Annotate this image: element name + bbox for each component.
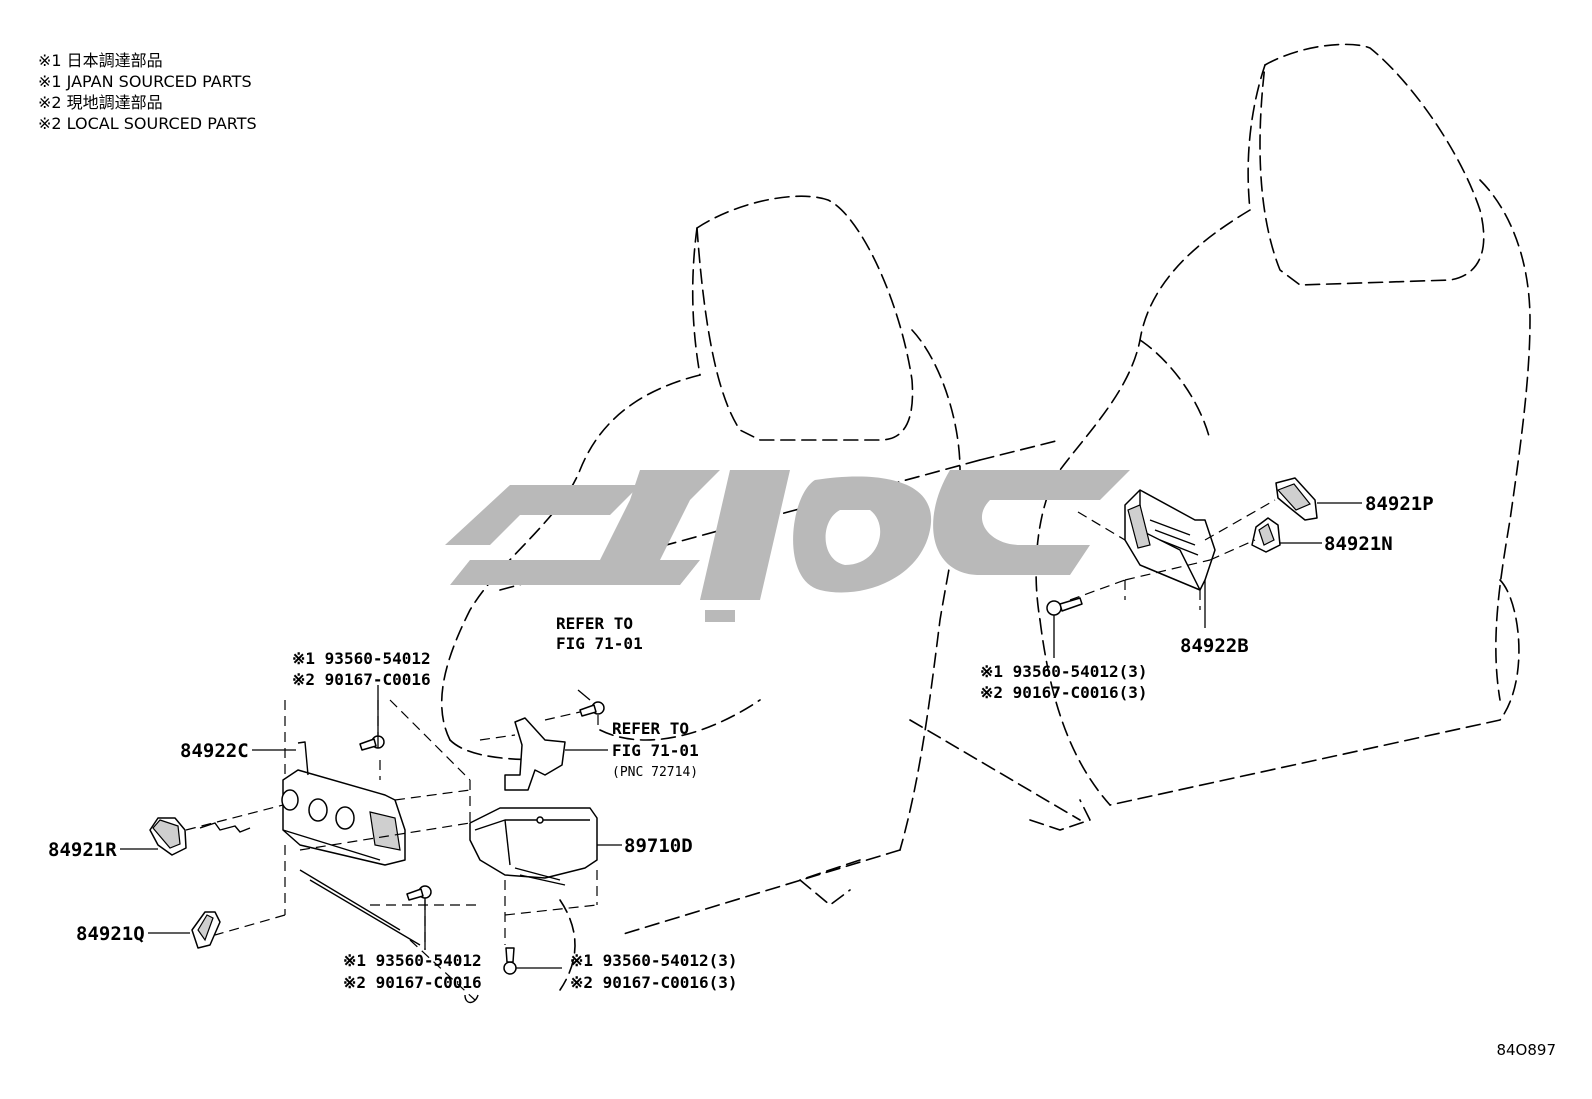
callout-84921R: 84921R bbox=[48, 839, 117, 861]
callout-89710D: 89710D bbox=[624, 835, 693, 857]
switch-knob-84921Q[interactable] bbox=[191, 911, 221, 949]
callout-84921N: 84921N bbox=[1324, 533, 1393, 555]
switch-knob-84921R[interactable] bbox=[149, 817, 187, 856]
callout-84921P: 84921P bbox=[1365, 493, 1434, 515]
note-left-top-bolt-2: ※2 90167-C0016 bbox=[292, 670, 431, 689]
refer-lower-line-1: REFER TO bbox=[612, 719, 689, 738]
note-left-bottom-bolt-1: ※1 93560-54012 bbox=[343, 951, 482, 970]
legend-line-1: ※1 日本調達部品 bbox=[38, 51, 163, 70]
bolt-left-top[interactable] bbox=[359, 735, 385, 751]
bracket-pnc-72714[interactable] bbox=[504, 717, 566, 791]
bolt-refer[interactable] bbox=[579, 701, 605, 717]
construction-lines-left bbox=[185, 699, 599, 1004]
note-left-bottom-bolt-2: ※2 90167-C0016 bbox=[343, 973, 482, 992]
note-left-top-bolt-1: ※1 93560-54012 bbox=[292, 649, 431, 668]
refer-lower-line-2: FIG 71-01 bbox=[612, 741, 699, 760]
note-right-bolt-2: ※2 90167-C0016(3) bbox=[980, 683, 1148, 702]
switch-bracket-84922B[interactable] bbox=[1124, 489, 1216, 591]
diagram-id: 84O897 bbox=[1496, 1041, 1556, 1059]
right-seat-outline bbox=[979, 43, 1531, 831]
logo-watermark bbox=[445, 470, 1130, 622]
legend-line-4: ※2 LOCAL SOURCED PARTS bbox=[38, 114, 257, 133]
callout-84921Q: 84921Q bbox=[76, 923, 145, 945]
switch-bracket-84922C[interactable] bbox=[281, 741, 406, 866]
leader-lines bbox=[120, 502, 1362, 969]
note-ecu-bolt-2: ※2 90167-C0016(3) bbox=[570, 973, 738, 992]
bolt-left-bottom[interactable] bbox=[406, 885, 432, 901]
bolt-right[interactable] bbox=[1046, 597, 1083, 616]
bolt-ecu[interactable] bbox=[503, 947, 517, 975]
callout-84922B: 84922B bbox=[1180, 635, 1249, 657]
switch-knob-84921P[interactable] bbox=[1275, 477, 1318, 521]
refer-lower-pnc: (PNC 72714) bbox=[612, 765, 698, 780]
legend-line-3: ※2 現地調達部品 bbox=[38, 93, 163, 112]
legend: ※1 日本調達部品 ※1 JAPAN SOURCED PARTS ※2 現地調達… bbox=[38, 50, 257, 134]
callout-84922C: 84922C bbox=[180, 740, 249, 762]
note-ecu-bolt-1: ※1 93560-54012(3) bbox=[570, 951, 738, 970]
note-right-bolt-1: ※1 93560-54012(3) bbox=[980, 662, 1148, 681]
legend-line-2: ※1 JAPAN SOURCED PARTS bbox=[38, 72, 252, 91]
airbag-ecu-89710D[interactable] bbox=[469, 807, 598, 886]
refer-upper-line-1: REFER TO bbox=[556, 614, 633, 633]
refer-upper-line-2: FIG 71-01 bbox=[556, 634, 643, 653]
switch-knob-84921N[interactable] bbox=[1251, 517, 1281, 553]
